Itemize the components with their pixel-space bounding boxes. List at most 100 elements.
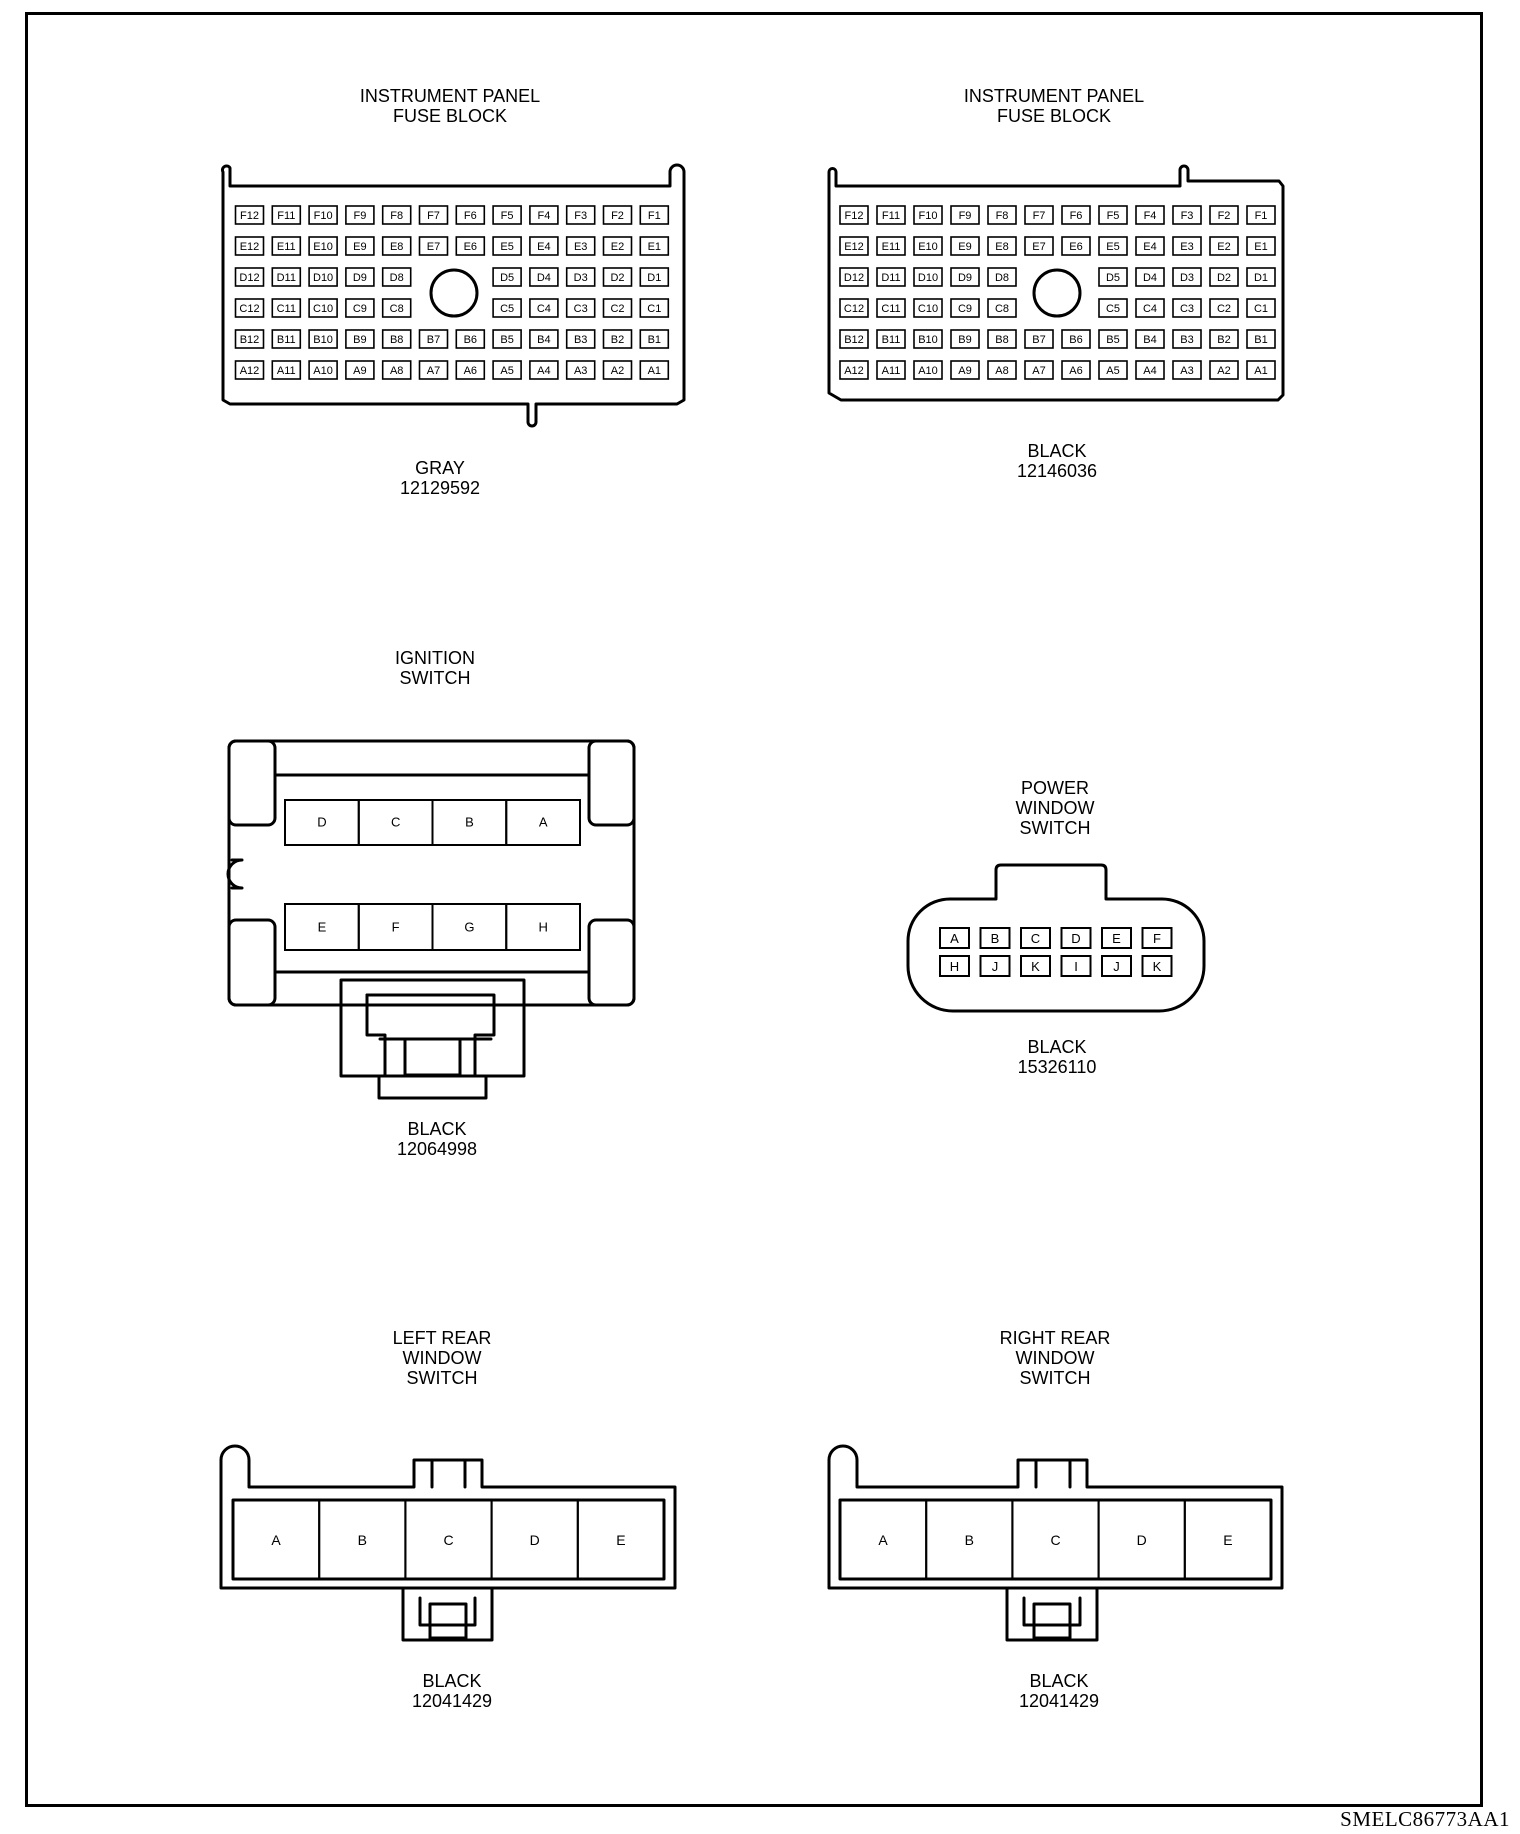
ipfb-black-cavity-label-F8: F8 (996, 210, 1009, 222)
ipfb-gray-cavity-label-B9: B9 (353, 334, 366, 346)
ipfb-black-cavity-B6 (1061, 329, 1091, 349)
ipfb-gray-cavity-B12 (234, 329, 265, 349)
ignition-cavity-label-A: A (539, 815, 548, 830)
ipfb-gray-cavity-E7 (418, 236, 449, 256)
ipfb-gray-cavity-E4 (529, 236, 559, 256)
ipfb-gray-cavity-label-A3: A3 (574, 365, 587, 377)
ipfb-black-cavity-label-C1: C1 (1254, 303, 1268, 315)
ipfb-gray-cavity-label-E3: E3 (574, 241, 587, 253)
ipfb-gray-cavity-E5 (492, 236, 522, 256)
power-window-housing (906, 863, 1206, 1013)
ipfb-black-cavity-label-A7: A7 (1032, 365, 1045, 377)
power-window-part-number: 15326110 (1017, 1057, 1097, 1077)
ipfb-gray-cavity-F3 (565, 205, 596, 225)
ipfb-gray-cavity-F7 (418, 205, 449, 225)
ipfb-black-cavity-A11 (876, 360, 906, 380)
diagram-frame (25, 12, 1483, 1807)
ipfb-black-cavity-label-F4: F4 (1144, 210, 1157, 222)
ipfb-gray-cavity-label-F3: F3 (574, 210, 587, 222)
left-rear-cavity-label-E: E (616, 1532, 625, 1548)
ipfb-black-cavity-label-C4: C4 (1143, 303, 1157, 315)
ipfb-gray-cavity-C12 (234, 298, 265, 318)
ipfb-black-cavity-D11 (876, 267, 906, 287)
ipfb-black-cavity-A7 (1024, 360, 1054, 380)
ipfb-black-cavity-label-B1: B1 (1254, 334, 1267, 346)
ipfb-gray-housing (221, 163, 686, 428)
ipfb-gray-cavity-B6 (455, 329, 486, 349)
left-rear-color: BLACK (422, 1671, 482, 1691)
ipfb-gray-cavity-B9 (345, 329, 375, 349)
ipfb-black-cavity-label-D8: D8 (995, 272, 1009, 284)
ipfb-gray-cavity-label-B1: B1 (648, 334, 661, 346)
ipfb-black-cavity-F6 (1061, 205, 1091, 225)
ipfb-black-cavity-B3 (1172, 329, 1202, 349)
ipfb-gray-cavity-B3 (565, 329, 596, 349)
power-window-cavity-label-F-top: F (1153, 931, 1161, 946)
left-rear-cavity-label-B: B (358, 1532, 367, 1548)
ipfb-black-cavity-F1 (1246, 205, 1276, 225)
ipfb-gray-cavity-label-C10: C10 (313, 303, 333, 315)
power-window-cavity-label-K-bottom: K (1031, 959, 1040, 974)
power-window-cavity-label-B-top: B (991, 931, 1000, 946)
ipfb-black-cavity-label-B9: B9 (958, 334, 971, 346)
right-rear-cavity-label-A: A (878, 1532, 888, 1548)
ipfb-black-cavity-B2 (1209, 329, 1239, 349)
ipfb-black-cavity-E3 (1172, 236, 1202, 256)
ipfb-gray-cavity-D10 (308, 267, 338, 287)
ipfb-gray-cavity-F1 (639, 205, 670, 225)
ipfb-gray-cavity-A9 (345, 360, 375, 380)
ipfb-gray-cavity-E1 (639, 236, 670, 256)
ipfb-gray-cavity-A8 (381, 360, 412, 380)
ipfb-black-cavity-label-B4: B4 (1143, 334, 1156, 346)
ipfb-black-cavity-label-F7: F7 (1033, 210, 1046, 222)
ipfb-gray-cavity-label-F2: F2 (611, 210, 624, 222)
ipfb-gray-cavity-label-A12: A12 (240, 365, 260, 377)
ipfb-gray-cavity-B8 (381, 329, 412, 349)
ipfb-gray-cavity-label-B6: B6 (464, 334, 477, 346)
ipfb-gray-cavity-label-A9: A9 (353, 365, 366, 377)
ipfb-black-cavity-A3 (1172, 360, 1202, 380)
ipfb-gray-cavity-label-C12: C12 (239, 303, 259, 315)
ipfb-gray-cavity-C4 (529, 298, 559, 318)
ipfb-gray-cavity-label-F1: F1 (648, 210, 661, 222)
ipfb-black-cavity-A10 (913, 360, 943, 380)
ipfb-black-cavity-label-A11: A11 (882, 365, 901, 377)
ipfb-gray-cavity-label-B3: B3 (574, 334, 587, 346)
ipfb-black-cavity-C4 (1135, 298, 1165, 318)
ipfb-gray-cavity-label-D5: D5 (500, 272, 514, 284)
ipfb-black-cavity-C5 (1098, 298, 1128, 318)
ipfb-black-cavity-E11 (876, 236, 906, 256)
ipfb-black-cavity-C9 (950, 298, 980, 318)
left-rear-cavity-E (576, 1499, 665, 1580)
ipfb-black-cavity-label-B3: B3 (1180, 334, 1193, 346)
ipfb-gray-cavity-E2 (602, 236, 633, 256)
ipfb-gray-cavity-B4 (529, 329, 559, 349)
ipfb-black-part-number: 12146036 (1016, 461, 1098, 481)
ipfb-gray-cavity-B10 (308, 329, 338, 349)
ipfb-gray-part-number: 12129592 (399, 478, 481, 498)
ipfb-black-cavity-label-B8: B8 (995, 334, 1008, 346)
ignition-cavity-label-H: H (538, 920, 547, 935)
ipfb-gray-cavity-label-E7: E7 (427, 241, 440, 253)
ipfb-gray-cavity-label-A7: A7 (427, 365, 440, 377)
right-rear-cavity-label-C: C (1050, 1532, 1060, 1548)
ipfb-black-cavity-A8 (987, 360, 1017, 380)
ipfb-gray-cavity-F6 (455, 205, 486, 225)
power-window-cavity-label-D-top: D (1071, 931, 1080, 946)
ipfb-black-cavity-D4 (1135, 267, 1165, 287)
power-window-color: BLACK (1027, 1037, 1087, 1057)
ignition-cavity-label-B: B (465, 815, 474, 830)
ipfb-gray-cavity-D5 (492, 267, 522, 287)
ipfb-black-housing (827, 164, 1285, 402)
ipfb-black-cavity-label-E10: E10 (918, 241, 938, 253)
ipfb-gray-cavity-label-B5: B5 (500, 334, 513, 346)
ipfb-gray-cavity-B2 (602, 329, 633, 349)
ipfb-black-cavity-E12 (839, 236, 869, 256)
ipfb-gray-cavity-label-B8: B8 (390, 334, 403, 346)
left-rear-title: LEFT REAR WINDOW SWITCH (392, 1328, 492, 1388)
ignition-cavity-label-G: G (464, 920, 474, 935)
ipfb-gray-cavity-label-B10: B10 (313, 334, 333, 346)
ipfb-black-cavity-E9 (950, 236, 980, 256)
ipfb-gray-cavity-label-C9: C9 (353, 303, 367, 315)
ipfb-gray-cavity-A2 (602, 360, 633, 380)
